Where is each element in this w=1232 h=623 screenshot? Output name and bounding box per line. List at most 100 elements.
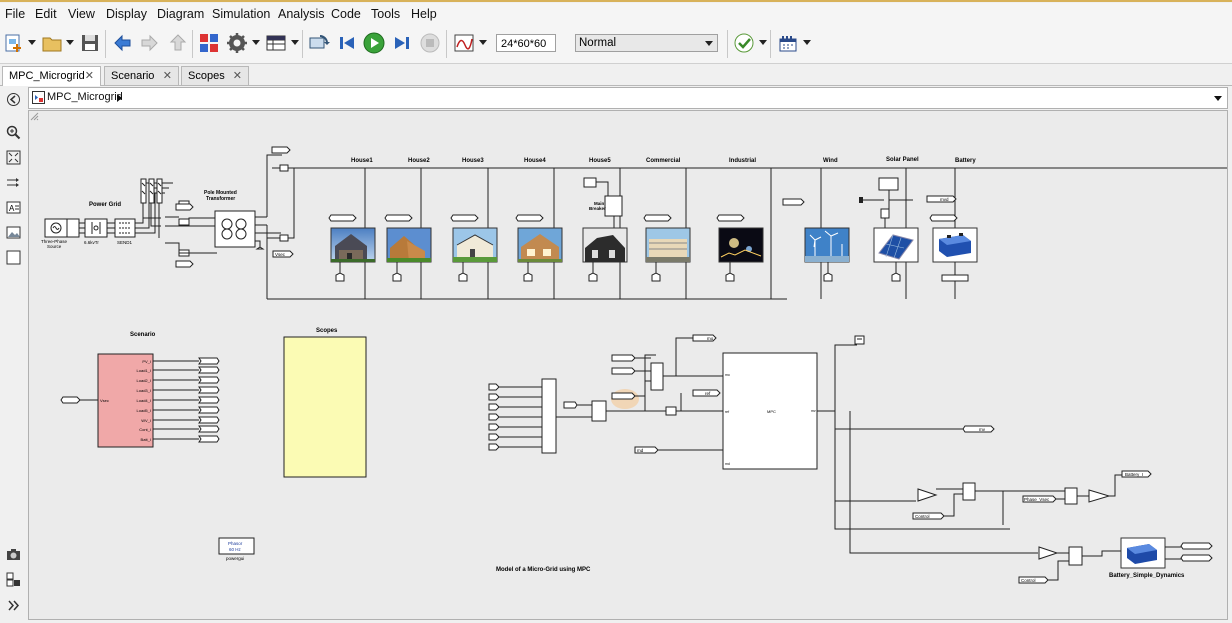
close-icon[interactable]: ✕ <box>162 70 172 82</box>
mpc-controller-block[interactable]: MPC mo ref md mv <box>722 352 818 470</box>
house3-block[interactable] <box>452 227 498 263</box>
house2-block[interactable] <box>386 227 432 263</box>
load-output-tags[interactable] <box>335 272 969 282</box>
ref-tag[interactable] <box>692 389 721 397</box>
model-settings-button[interactable] <box>225 31 249 55</box>
pole-transformer-block[interactable] <box>214 210 256 248</box>
battery-i-tag[interactable] <box>1121 470 1152 478</box>
explorer-dropdown[interactable] <box>291 40 299 45</box>
from-tag[interactable] <box>611 367 636 375</box>
three-phase-source-block[interactable] <box>44 218 80 238</box>
sdi-dropdown[interactable] <box>479 40 487 45</box>
menu-analysis[interactable]: Analysis <box>278 7 325 21</box>
load-input-tags[interactable] <box>328 198 958 222</box>
fit-to-view-icon[interactable] <box>6 150 21 165</box>
house5-block[interactable] <box>582 227 628 263</box>
solar-panel-block[interactable] <box>873 227 919 263</box>
goto-tag[interactable] <box>175 203 194 211</box>
step-back-button[interactable] <box>335 31 359 55</box>
tab-mpc-microgrid[interactable]: MPC_Microgrid ✕ <box>2 66 101 86</box>
product-block[interactable] <box>1064 487 1078 505</box>
from-tag[interactable] <box>611 392 636 400</box>
measurement-block[interactable] <box>279 164 289 172</box>
mux-block[interactable] <box>541 378 557 454</box>
forward-button[interactable] <box>138 31 162 55</box>
hide-explorer-icon[interactable] <box>6 92 21 107</box>
library-browser-button[interactable] <box>197 31 221 55</box>
wind-block[interactable] <box>804 227 850 263</box>
menu-code[interactable]: Code <box>331 7 361 21</box>
from-tag[interactable] <box>611 354 636 362</box>
chevron-down-icon[interactable] <box>1214 96 1222 101</box>
simulation-mode-select[interactable]: Normal <box>575 34 718 52</box>
open-dropdown[interactable] <box>66 40 74 45</box>
scenario-input-tag[interactable] <box>60 396 81 404</box>
solar-control[interactable]: mvd <box>859 177 957 230</box>
house4-block[interactable] <box>517 227 563 263</box>
model-advisor-button[interactable] <box>732 31 756 55</box>
update-diagram-button[interactable] <box>307 31 331 55</box>
transformer-block[interactable] <box>84 218 108 238</box>
tab-scenario[interactable]: Scenario ✕ <box>104 66 179 85</box>
menu-edit[interactable]: Edit <box>35 7 57 21</box>
build-model-button[interactable] <box>776 31 800 55</box>
tab-scopes[interactable]: Scopes ✕ <box>181 66 249 85</box>
send-block[interactable] <box>114 218 136 238</box>
model-explorer-button[interactable] <box>264 31 288 55</box>
control-tag[interactable] <box>1018 576 1049 584</box>
output-tag[interactable] <box>1180 554 1213 562</box>
advisor-dropdown[interactable] <box>759 40 767 45</box>
goto-tag[interactable] <box>271 146 291 154</box>
diagram-canvas[interactable]: Power Grid Three-Phase Source 6.6kvTr SE… <box>28 110 1228 620</box>
mo-tag[interactable] <box>692 334 717 342</box>
close-icon[interactable]: ✕ <box>232 70 242 82</box>
mux-input-tags[interactable] <box>488 383 500 451</box>
menu-display[interactable]: Display <box>106 7 147 21</box>
menu-view[interactable]: View <box>68 7 95 21</box>
battery-block[interactable] <box>932 227 978 263</box>
md-tag[interactable] <box>634 446 659 454</box>
vsec-goto-tag[interactable] <box>272 250 294 258</box>
menu-simulation[interactable]: Simulation <box>212 7 271 21</box>
product-block[interactable] <box>1068 546 1083 566</box>
image-icon[interactable] <box>6 225 21 240</box>
breaker-block[interactable] <box>140 178 163 204</box>
phase-vsec-tag[interactable] <box>1022 495 1057 503</box>
back-button[interactable] <box>110 31 134 55</box>
save-button[interactable] <box>78 31 102 55</box>
house1-block[interactable] <box>330 227 376 263</box>
model-browser-icon[interactable] <box>6 572 21 587</box>
scenario-output-tags[interactable] <box>153 357 220 443</box>
control-tag[interactable] <box>912 512 945 520</box>
rate-block[interactable] <box>665 406 677 416</box>
breadcrumb-model[interactable]: MPC_Microgrid <box>47 91 123 103</box>
gain-block[interactable] <box>901 488 938 502</box>
camera-icon[interactable] <box>6 547 21 562</box>
close-icon[interactable]: ✕ <box>84 70 94 82</box>
run-button[interactable] <box>362 31 386 55</box>
industrial-block[interactable] <box>718 227 764 263</box>
gain-block[interactable] <box>1038 546 1059 560</box>
open-button[interactable] <box>40 31 64 55</box>
settings-dropdown[interactable] <box>252 40 260 45</box>
sum-block[interactable] <box>591 400 607 422</box>
powergui-block[interactable]: Phasor 60 Hz <box>218 537 255 555</box>
battery-dynamics-block[interactable] <box>1120 537 1166 569</box>
annotation-icon[interactable]: A <box>6 200 21 215</box>
menu-tools[interactable]: Tools <box>371 7 401 21</box>
zoom-icon[interactable] <box>6 125 21 140</box>
mv-tag[interactable] <box>962 425 995 433</box>
resize-grip-icon[interactable] <box>29 111 39 121</box>
menu-file[interactable]: File <box>5 7 26 21</box>
menu-help[interactable]: Help <box>411 7 437 21</box>
gain-block[interactable] <box>1088 489 1111 503</box>
menu-diagram[interactable]: Diagram <box>157 7 205 21</box>
measurement-block[interactable] <box>178 218 190 226</box>
arrow-tool-icon[interactable] <box>6 175 21 190</box>
expand-icon[interactable] <box>6 598 21 613</box>
scenario-subsystem[interactable]: Vsec PV_I Load1_I Load2_I Load3_I Load4_… <box>97 353 154 448</box>
goto-tag[interactable] <box>175 260 194 268</box>
build-dropdown[interactable] <box>803 40 811 45</box>
new-model-button[interactable] <box>2 31 26 55</box>
step-forward-button[interactable] <box>390 31 414 55</box>
